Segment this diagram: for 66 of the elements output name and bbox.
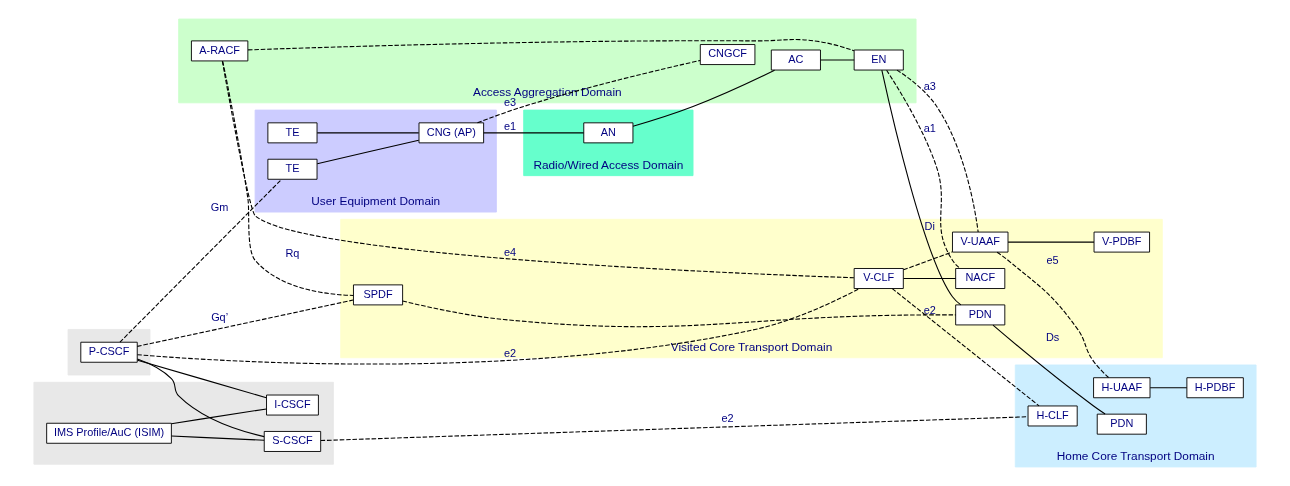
connector — [136, 299, 354, 347]
edge-label: Gm — [210, 200, 229, 213]
edge-label: Rq — [285, 247, 300, 260]
connector — [1007, 241, 1095, 243]
connector — [316, 139, 420, 165]
node-box: AN — [583, 122, 634, 144]
connector — [320, 416, 1029, 442]
node-box: H-PDBF — [1186, 377, 1244, 399]
node-box: IMS Profile/AuC (ISIM) — [46, 422, 172, 444]
connector — [996, 251, 1110, 379]
edge-label: Di — [924, 219, 935, 232]
connector — [316, 132, 420, 134]
connector — [136, 358, 265, 438]
node-box: CNGCF — [699, 44, 756, 66]
connector — [170, 408, 268, 425]
connector — [222, 60, 354, 296]
node-box: NACF — [955, 268, 1006, 289]
connector — [402, 300, 957, 328]
connector — [136, 288, 860, 365]
connector — [247, 39, 855, 52]
node-box: AC — [770, 49, 821, 71]
edge-label: e4 — [503, 246, 517, 259]
connector — [902, 277, 957, 280]
cluster — [33, 381, 334, 465]
node-box: SPDF — [353, 284, 404, 306]
connector — [891, 288, 1040, 407]
node-box: EN — [853, 49, 904, 71]
node-box: V-CLF — [853, 268, 904, 289]
cluster — [67, 329, 151, 376]
connector — [221, 60, 855, 279]
node-box: H-UAAF — [1093, 377, 1151, 399]
connector — [1149, 387, 1188, 389]
edge-label: Gq’ — [211, 310, 229, 323]
node-box: P-CSCF — [80, 341, 138, 363]
node-box: I-CSCF — [266, 394, 319, 416]
connector — [902, 251, 953, 271]
node-box: V-UAAF — [952, 231, 1009, 253]
node-box: A-RACF — [190, 40, 249, 62]
edge-label: e2 — [503, 347, 517, 360]
node-box: TE — [267, 122, 318, 144]
connector — [886, 69, 961, 269]
connector — [483, 132, 585, 134]
edge-label: a1 — [923, 122, 936, 135]
node-box: V-PDBF — [1093, 231, 1150, 253]
connector — [170, 435, 265, 441]
edge-label: e3 — [503, 96, 517, 109]
connector — [820, 59, 855, 61]
connector — [992, 324, 1106, 415]
edge-label: Ds — [1045, 330, 1060, 343]
edge-label: e2 — [923, 303, 936, 316]
connector — [119, 179, 282, 343]
edge-label: e5 — [1046, 253, 1059, 266]
edge-label: e1 — [503, 119, 517, 132]
node-box: H-CLF — [1027, 405, 1078, 427]
node-box: PDN — [1096, 413, 1147, 435]
node-box: CNG (AP) — [418, 122, 485, 144]
node-box: TE — [267, 158, 318, 180]
connector — [632, 69, 776, 127]
edge-label: e2 — [721, 411, 734, 424]
connector — [476, 59, 701, 124]
node-box: PDN — [955, 304, 1006, 326]
connector — [896, 69, 979, 233]
connector — [881, 69, 962, 306]
edge-label: a3 — [923, 79, 936, 92]
connector — [136, 359, 267, 399]
node-box: S-CSCF — [263, 431, 322, 452]
